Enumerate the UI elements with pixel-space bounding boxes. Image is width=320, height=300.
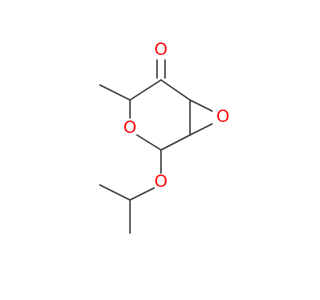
atom-labels: O O O O	[123, 40, 229, 192]
bond-oring-c2	[136, 134, 162, 151]
bond-c4-c3	[129, 79, 162, 101]
bond-oether-ch	[129, 187, 155, 201]
atom-label-o-ether: O	[154, 172, 167, 192]
bonds	[99, 59, 213, 234]
molecule-structure: O O O O	[99, 40, 230, 234]
bond-c3-methyl	[99, 84, 131, 101]
bond-c5-c4	[160, 79, 191, 101]
bond-c1-oepoxide	[189, 123, 213, 136]
atom-label-o-epoxide: O	[216, 107, 229, 127]
atom-label-o-ring: O	[123, 118, 136, 138]
bond-c2-c1	[160, 134, 191, 151]
bond-ch-methyl-left	[99, 184, 131, 201]
bond-c5-oepoxide	[189, 99, 213, 112]
atom-label-o-carbonyl: O	[154, 40, 167, 60]
